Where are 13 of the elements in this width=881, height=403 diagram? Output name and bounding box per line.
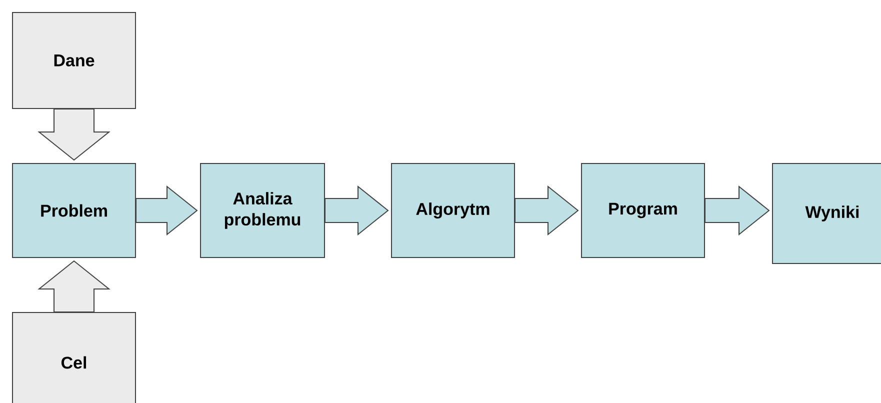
block-arrow bbox=[324, 185, 389, 236]
block-arrow bbox=[704, 185, 770, 236]
block-arrow bbox=[38, 260, 110, 312]
process-box: Algorytm bbox=[391, 163, 515, 258]
block-arrow bbox=[514, 185, 579, 236]
process-box: Program bbox=[581, 163, 705, 258]
process-box: Wyniki bbox=[772, 163, 881, 264]
process-box: Problem bbox=[12, 163, 136, 258]
block-arrow bbox=[38, 108, 110, 161]
process-box: Cel bbox=[12, 312, 136, 403]
process-box: Analiza problemu bbox=[200, 163, 325, 258]
process-box: Dane bbox=[12, 12, 136, 109]
block-arrow bbox=[136, 185, 198, 236]
